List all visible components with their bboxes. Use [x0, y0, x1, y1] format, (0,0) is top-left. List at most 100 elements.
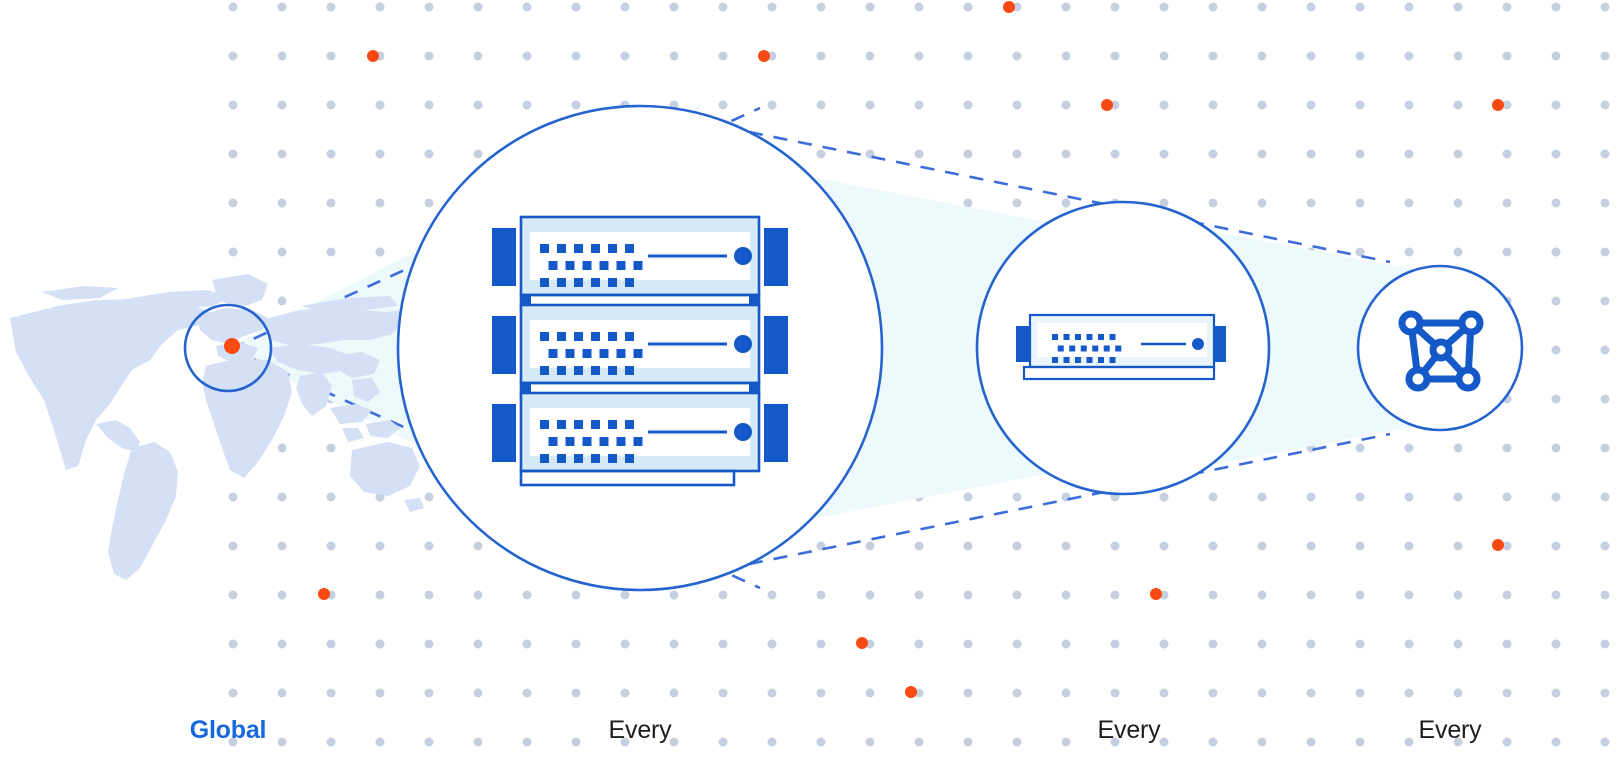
grid-dot	[767, 737, 777, 747]
stage-label-line1: Every	[1097, 716, 1161, 744]
matrix-pixel	[557, 244, 566, 253]
grid-dot	[1012, 198, 1022, 208]
grid-dot	[767, 100, 777, 110]
matrix-pixel	[608, 366, 617, 375]
matrix-pixel	[633, 261, 643, 270]
grid-dot	[1502, 51, 1512, 61]
matrix-pixel	[548, 349, 558, 358]
grid-dot	[1355, 149, 1365, 159]
grid-dot	[1012, 541, 1022, 551]
grid-dot	[718, 688, 728, 698]
grid-dot	[865, 737, 875, 747]
orange-location-dot	[224, 338, 240, 354]
grid-dot	[767, 639, 777, 649]
grid-dot	[1453, 2, 1463, 12]
grid-dot-accent	[856, 637, 868, 649]
grid-dot	[1600, 198, 1610, 208]
grid-dot	[816, 688, 826, 698]
grid-dot	[1208, 198, 1218, 208]
rack-unit-dotmatrix-3	[540, 420, 643, 463]
grid-dot	[1110, 541, 1120, 551]
grid-dot	[914, 590, 924, 600]
grid-dot	[1110, 639, 1120, 649]
grid-dot	[963, 639, 973, 649]
grid-dot	[1453, 149, 1463, 159]
matrix-pixel	[540, 420, 549, 429]
grid-dot	[1453, 688, 1463, 698]
world-map-continents	[10, 274, 446, 580]
grid-dot	[1551, 51, 1561, 61]
grid-dot	[473, 51, 483, 61]
grid-dot	[1551, 394, 1561, 404]
grid-dot	[228, 541, 238, 551]
grid-dot	[1355, 443, 1365, 453]
grid-dot	[963, 492, 973, 502]
matrix-pixel	[574, 278, 583, 287]
grid-dot	[228, 590, 238, 600]
matrix-pixel	[616, 349, 626, 358]
matrix-pixel	[565, 437, 575, 446]
grid-dot	[1502, 198, 1512, 208]
grid-dot	[1551, 100, 1561, 110]
grid-dot	[963, 51, 973, 61]
matrix-pixel	[540, 278, 549, 287]
matrix-pixel	[1057, 345, 1064, 352]
matrix-pixel	[608, 420, 617, 429]
grid-dot	[1404, 688, 1414, 698]
grid-dot	[1061, 541, 1071, 551]
grid-dot	[1600, 737, 1610, 747]
grid-dot	[1257, 541, 1267, 551]
globe-focus-circle	[183, 303, 273, 393]
grid-dot	[326, 198, 336, 208]
grid-dot	[473, 737, 483, 747]
grid-dot	[473, 149, 483, 159]
grid-dot	[1502, 639, 1512, 649]
matrix-pixel	[1063, 334, 1070, 340]
grid-dot	[228, 51, 238, 61]
grid-dot	[326, 247, 336, 257]
matrix-pixel	[1086, 334, 1093, 340]
grid-dot	[277, 688, 287, 698]
grid-dot	[473, 2, 483, 12]
grid-dot	[1208, 688, 1218, 698]
grid-dot	[1355, 2, 1365, 12]
grid-dot-accent	[367, 50, 379, 62]
grid-dot	[326, 492, 336, 502]
grid-dot	[1453, 100, 1463, 110]
grid-dot	[963, 541, 973, 551]
grid-dot	[718, 590, 728, 600]
grid-dot	[1257, 100, 1267, 110]
grid-dot	[326, 443, 336, 453]
matrix-pixel	[608, 332, 617, 341]
grid-dot	[375, 590, 385, 600]
grid-dot	[522, 639, 532, 649]
grid-dot	[522, 100, 532, 110]
grid-dot	[914, 2, 924, 12]
grid-dot	[1110, 590, 1120, 600]
grid-dot	[1551, 345, 1561, 355]
grid-dot	[1012, 590, 1022, 600]
grid-dot-accent	[1492, 99, 1504, 111]
grid-dot	[424, 492, 434, 502]
grid-dot	[424, 100, 434, 110]
grid-dot	[1306, 198, 1316, 208]
grid-dot	[1600, 296, 1610, 306]
grid-dot	[522, 2, 532, 12]
grid-dot	[1355, 639, 1365, 649]
grid-dot	[1453, 51, 1463, 61]
grid-dot	[1551, 590, 1561, 600]
matrix-pixel	[591, 420, 600, 429]
matrix-pixel	[1109, 334, 1116, 340]
grid-dot	[1159, 198, 1169, 208]
grid-dot	[1159, 492, 1169, 502]
matrix-pixel	[1092, 345, 1099, 352]
grid-dot	[1502, 541, 1512, 551]
grid-dot	[326, 2, 336, 12]
grid-dot	[1257, 2, 1267, 12]
single-server-icon	[1016, 313, 1226, 381]
grid-dot	[1306, 688, 1316, 698]
grid-dot	[1061, 198, 1071, 208]
grid-dot	[1355, 492, 1365, 502]
matrix-pixel	[599, 261, 609, 270]
